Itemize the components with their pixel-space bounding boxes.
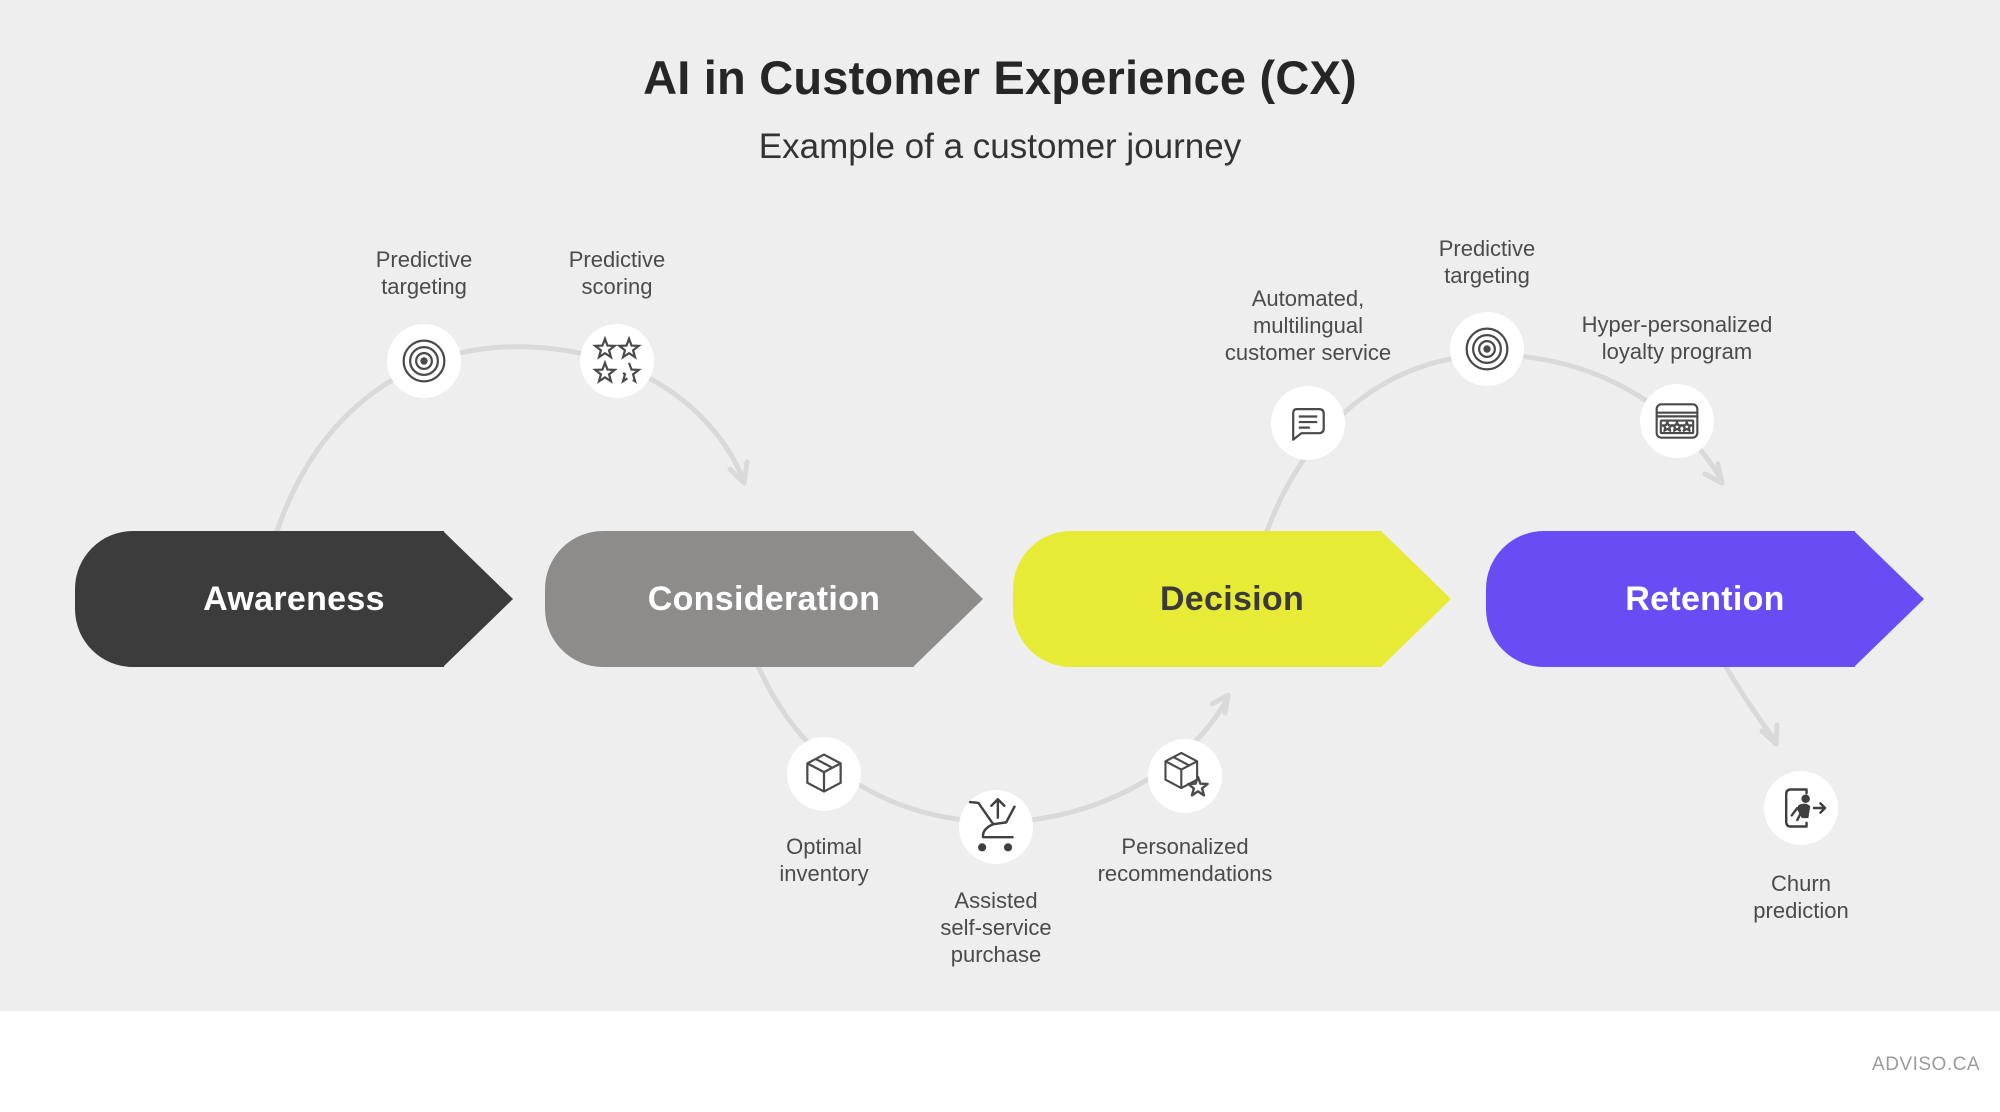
stage-banner-arrow-tip (913, 531, 983, 667)
stage-label: Decision (1159, 579, 1305, 618)
stage-banner-body (545, 531, 914, 667)
touchpoint-label: Churn prediction (1753, 871, 1849, 923)
touchpoint-label: Hyper-personalized loyalty program (1581, 312, 1773, 364)
stage-label: Consideration (647, 579, 881, 618)
package-star-icon (1148, 739, 1222, 813)
touchpoint-label: Predictive targeting (1438, 236, 1536, 288)
page-title: AI in Customer Experience (CX) (643, 51, 1357, 104)
arrow-icon (727, 459, 750, 486)
touchpoint-label: Automated, multilingual customer service (1224, 286, 1392, 365)
stage-banner-arrow-tip (1854, 531, 1924, 667)
stars-icon (580, 324, 654, 398)
package-icon (787, 737, 861, 811)
person-exit-icon (1764, 771, 1838, 845)
touchpoint-label: Optimal inventory (779, 834, 869, 886)
arrow-icon (1759, 722, 1780, 747)
arrow-icon (1702, 461, 1725, 486)
stage-banner-body (75, 531, 444, 667)
stage-label: Retention (1625, 579, 1785, 618)
footer-brand: ADVISO.CA (1872, 1054, 1980, 1075)
stage-banner-arrow-tip (443, 531, 513, 667)
stage-label: Awareness (203, 579, 385, 618)
stage-decision: Decision (1013, 531, 1451, 667)
loyalty-card-icon (1640, 384, 1714, 458)
arrow-icon (1209, 692, 1231, 716)
stage-banner-body (1486, 531, 1855, 667)
chat-icon (1271, 386, 1345, 460)
touchpoint-label: Predictive targeting (375, 247, 473, 299)
stage-banner-arrow-tip (1381, 531, 1451, 667)
target-icon (1450, 312, 1524, 386)
touchpoint-label: Personalized recommendations (1097, 834, 1273, 886)
stage-retention: Retention (1486, 531, 1924, 667)
touchpoint-label: Assisted self-service purchase (940, 888, 1052, 967)
target-icon (387, 324, 461, 398)
stage-consideration: Consideration (545, 531, 983, 667)
touchpoint-label: Predictive scoring (568, 247, 666, 299)
footer-band (0, 1011, 2000, 1112)
stage-banner-body (1013, 531, 1382, 667)
arc-awareness-consideration (269, 344, 747, 551)
page-subtitle: Example of a customer journey (758, 127, 1242, 166)
stage-awareness: Awareness (75, 531, 513, 667)
cart-icon (959, 790, 1033, 864)
arc-retention-churn (1719, 657, 1779, 745)
